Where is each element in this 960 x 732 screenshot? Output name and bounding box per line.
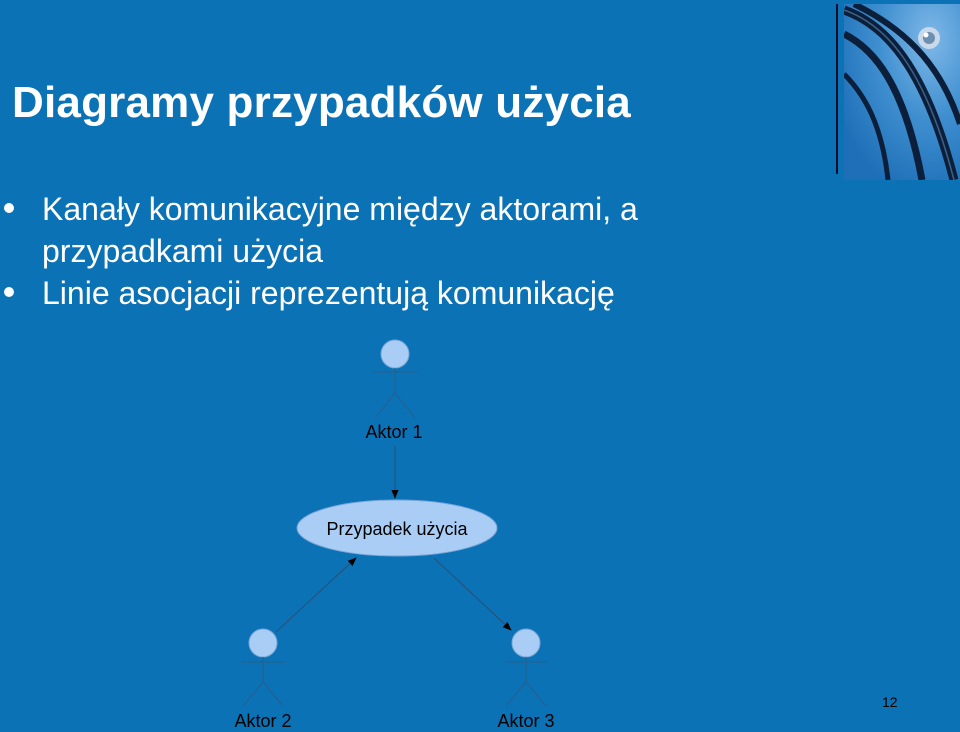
bullet-text: Kanały komunikacyjne między aktorami, a … [42, 191, 638, 269]
actor-2-label: Aktor 2 [234, 711, 291, 731]
bullet-text: Linie asocjacji reprezentują komunikację [42, 275, 615, 311]
bullet-dot-icon [4, 203, 14, 213]
use-case: Przypadek użycia [296, 499, 498, 557]
actor-2-leg-left [242, 681, 264, 707]
actor-1-leg-right [394, 392, 416, 419]
actor-3-leg-left [505, 681, 527, 707]
bullet-item: Kanały komunikacyjne między aktorami, a … [0, 188, 820, 272]
fiber-optic-cable-image [844, 4, 960, 180]
bullet-list: Kanały komunikacyjne między aktorami, a … [0, 188, 820, 314]
actor-2-head [248, 628, 278, 658]
actor-1-label: Aktor 1 [365, 422, 422, 442]
slide-title: Diagramy przypadków użycia [12, 78, 631, 127]
bullet-item: Linie asocjacji reprezentują komunikację [0, 272, 820, 314]
decorative-divider [836, 4, 838, 174]
bullet-dot-icon [4, 287, 14, 297]
actor-3-leg-right [525, 681, 547, 707]
actor-3-head [511, 628, 541, 658]
association-actor-2-to-use-case [275, 557, 357, 633]
use-case-label: Przypadek użycia [326, 519, 468, 539]
actor-1: Aktor 1 [365, 339, 423, 442]
actor-2: Aktor 2 [234, 628, 292, 731]
use-case-ellipse [296, 499, 498, 557]
association-use-case-to-actor-3 [433, 557, 512, 631]
actor-3: Aktor 3 [497, 628, 555, 731]
actor-2-leg-right [262, 681, 284, 707]
actor-1-head [380, 339, 410, 369]
actor-1-leg-left [374, 392, 396, 419]
page-number: 12 [882, 694, 898, 710]
actor-3-label: Aktor 3 [497, 711, 554, 731]
